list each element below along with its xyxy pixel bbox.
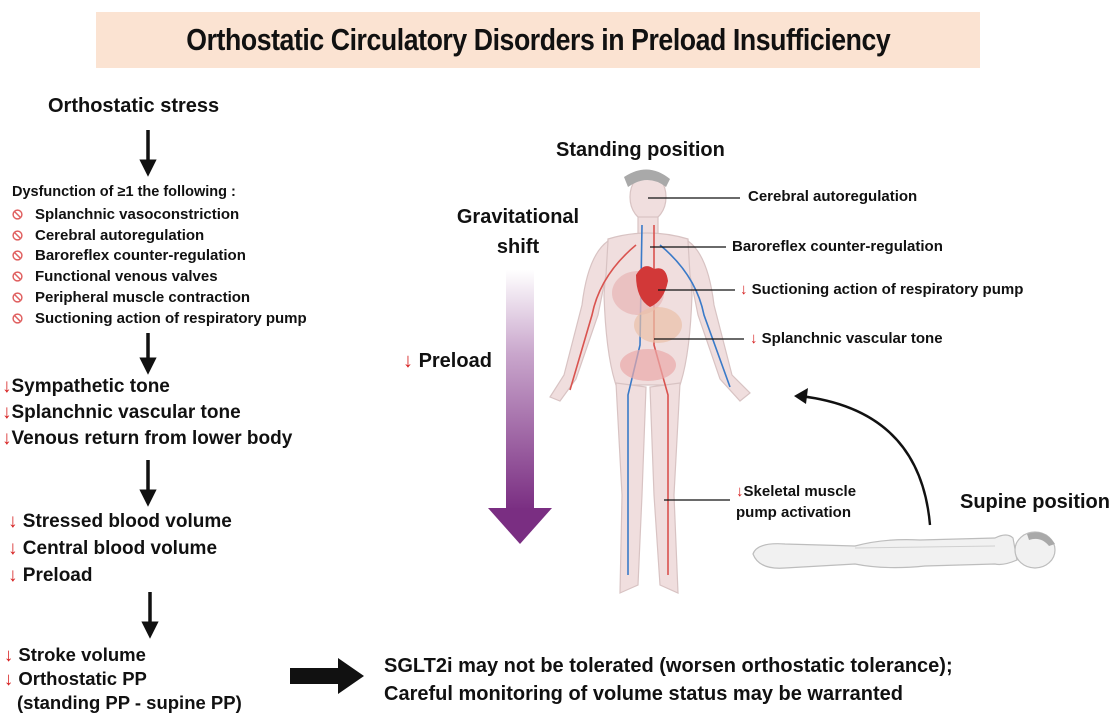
list-item: Functional venous valves — [12, 266, 307, 287]
supine-position-label: Supine position — [960, 491, 1110, 513]
down-arrow-icon: ↓ — [740, 281, 748, 298]
gravitational-line-2: shift — [496, 236, 540, 258]
prohibited-icon — [12, 292, 23, 303]
effect-label: Stroke volume — [18, 644, 146, 665]
dysfunction-item-label: Suctioning action of respiratory pump — [35, 309, 307, 327]
dysfunction-item-label: Peripheral muscle contraction — [35, 289, 251, 307]
effect-label: Sympathetic tone — [11, 376, 170, 397]
standing-body-figure — [549, 169, 751, 594]
effect-label: Venous return from lower body — [11, 428, 293, 449]
down-arrow-icon: ↓ — [750, 330, 758, 347]
list-item: ↓ Preload — [8, 562, 232, 589]
list-item: Cerebral autoregulation — [12, 225, 307, 246]
dysfunction-list: Splanchnic vasoconstriction Cerebral aut… — [12, 204, 307, 329]
callout-skeletal-line-1: Skeletal muscle — [743, 483, 857, 500]
group-2: ↓ Stressed blood volume ↓ Central blood … — [8, 508, 232, 589]
callout-respiratory-text: Suctioning action of respiratory pump — [751, 281, 1024, 298]
dysfunction-header: Dysfunction of ≥1 the following : — [12, 184, 236, 200]
gravitational-shift-label: Gravitational shift — [456, 202, 580, 262]
callout-respiratory: ↓ Suctioning action of respiratory pump — [740, 281, 1023, 298]
left-arm — [549, 239, 609, 402]
prohibited-icon — [12, 313, 23, 324]
preload-label: ↓ Preload — [403, 350, 492, 373]
list-item: ↓ Central blood volume — [8, 535, 232, 562]
prohibited-icon — [12, 271, 23, 282]
conclusion-arrow-icon — [290, 658, 364, 694]
callout-splanchnic: ↓ Splanchnic vascular tone — [750, 330, 943, 347]
dysfunction-item-label: Functional venous valves — [35, 268, 218, 286]
callout-skeletal: ↓Skeletal muscle pump activation — [736, 481, 856, 523]
standing-position-label: Standing position — [556, 139, 725, 161]
group-1: ↓Sympathetic tone ↓Splanchnic vascular t… — [2, 374, 292, 452]
down-arrow-icon: ↓ — [403, 350, 413, 372]
gravitational-arrow-icon — [488, 270, 552, 544]
page-title: Orthostatic Circulatory Disorders in Pre… — [186, 22, 890, 57]
down-arrow-icon: ↓ — [4, 668, 14, 689]
conclusion-line-2: Careful monitoring of volume status may … — [384, 683, 903, 705]
effect-label: Stressed blood volume — [22, 511, 232, 532]
gravitational-line-1: Gravitational — [456, 206, 580, 228]
down-arrow-icon: ↓ — [4, 644, 14, 665]
left-leg — [615, 382, 647, 594]
orthostatic-stress-label: Orthostatic stress — [48, 95, 220, 117]
effect-label: Central blood volume — [22, 538, 218, 559]
prohibited-icon — [12, 209, 23, 220]
list-item: ↓Sympathetic tone — [2, 374, 292, 400]
down-arrow-icon: ↓ — [2, 428, 12, 449]
list-item: ↓ Stroke volume — [4, 643, 242, 667]
preload-text: Preload — [418, 350, 492, 372]
list-item: Peripheral muscle contraction — [12, 287, 307, 308]
list-item: ↓ Orthostatic PP — [4, 667, 242, 691]
right-leg — [649, 382, 681, 594]
conclusion-line-1: SGLT2i may not be tolerated (worsen orth… — [384, 655, 953, 677]
dysfunction-item-label: Cerebral autoregulation — [35, 226, 205, 244]
prohibited-icon — [12, 250, 23, 262]
supine-to-standing-arrow — [799, 394, 932, 526]
supine-body-figure — [752, 531, 1056, 569]
heart-icon — [636, 266, 668, 307]
callout-cerebral: Cerebral autoregulation — [748, 188, 918, 205]
down-arrow-icon: ↓ — [8, 538, 18, 559]
list-item: ↓Venous return from lower body — [2, 426, 292, 452]
title-banner: Orthostatic Circulatory Disorders in Pre… — [96, 12, 980, 68]
dysfunction-item-label: Splanchnic vasoconstriction — [35, 205, 240, 223]
down-arrow-icon: ↓ — [736, 483, 744, 500]
callout-baroreflex: Baroreflex counter-regulation — [732, 238, 943, 255]
effect-label: Preload — [22, 565, 93, 586]
down-arrow-icon: ↓ — [2, 402, 12, 423]
down-arrow-icon: ↓ — [8, 511, 18, 532]
flow-arrows — [139, 130, 159, 639]
prohibited-icon — [12, 230, 23, 241]
effect-label: Orthostatic PP — [18, 668, 147, 689]
list-item: Suctioning action of respiratory pump — [12, 308, 307, 329]
callout-skeletal-line-2: pump activation — [736, 504, 852, 521]
list-item: ↓ Stressed blood volume — [8, 508, 232, 535]
group-3: ↓ Stroke volume ↓ Orthostatic PP (standi… — [4, 643, 242, 715]
conclusion: SGLT2i may not be tolerated (worsen orth… — [384, 652, 953, 708]
list-item: Splanchnic vasoconstriction — [12, 204, 307, 225]
list-item: ↓Splanchnic vascular tone — [2, 400, 292, 426]
list-item: Baroreflex counter-regulation — [12, 246, 307, 267]
dysfunction-item-label: Baroreflex counter-regulation — [35, 247, 246, 265]
right-arm — [687, 239, 751, 402]
callout-splanchnic-text: Splanchnic vascular tone — [761, 330, 943, 347]
effect-label: Splanchnic vascular tone — [11, 402, 241, 423]
down-arrow-icon: ↓ — [8, 565, 18, 586]
effect-label-continued: (standing PP - supine PP) — [17, 692, 242, 713]
down-arrow-icon: ↓ — [2, 376, 12, 397]
